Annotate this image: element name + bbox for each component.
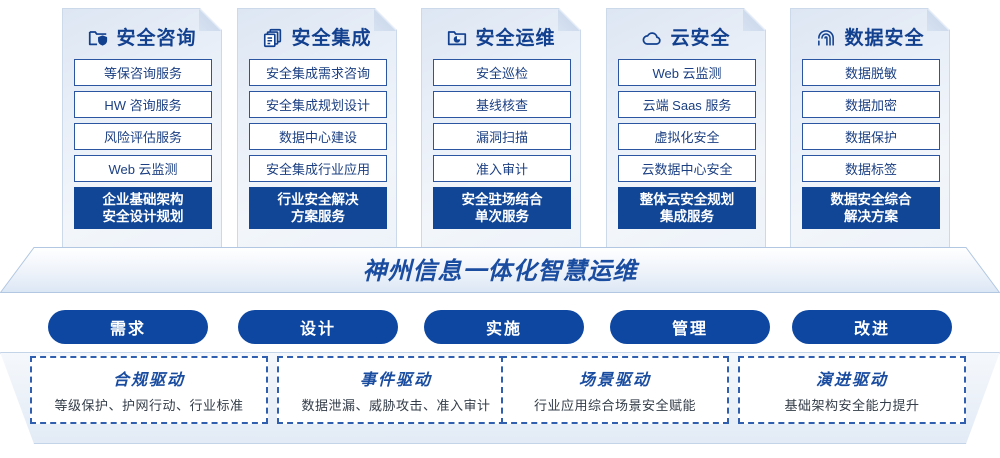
column-title: 安全咨询 [116,27,197,49]
highlight-line-1: 数据安全综合 [830,192,912,207]
list-item[interactable]: 数据中心建设 [249,123,387,150]
phase-pill-requirement[interactable]: 需求 [48,310,208,344]
column-title: 数据安全 [844,27,925,49]
column-card-security-operations[interactable]: 安全运维 安全巡检 基线核查 漏洞扫描 准入审计 安全驻场结合 单次服务 [421,8,581,248]
list-item[interactable]: 虚拟化安全 [618,123,756,150]
phase-pill-design[interactable]: 设计 [238,310,398,344]
list-item[interactable]: 风险评估服务 [74,123,212,150]
driver-card-scenario[interactable]: 场景驱动 行业应用综合场景安全赋能 [501,356,729,424]
phase-pill-improve[interactable]: 改进 [792,310,952,344]
capability-columns: 安全咨询 等保咨询服务 HW 咨询服务 风险评估服务 Web 云监测 企业基础架… [0,0,1000,250]
list-item[interactable]: 安全集成行业应用 [249,155,387,182]
column-card-security-consulting[interactable]: 安全咨询 等保咨询服务 HW 咨询服务 风险评估服务 Web 云监测 企业基础架… [62,8,222,248]
column-item-list: 等保咨询服务 HW 咨询服务 风险评估服务 Web 云监测 企业基础架构 安全设… [74,59,212,229]
stacked-documents-icon [262,27,284,49]
highlight-line-1: 企业基础架构 [102,192,184,207]
highlight-line-2: 集成服务 [660,209,714,224]
list-item[interactable]: 基线核查 [433,91,571,118]
column-title: 安全运维 [475,27,556,49]
driver-title: 演进驱动 [815,372,888,389]
column-header: 安全集成 [238,23,396,53]
driver-card-evolution[interactable]: 演进驱动 基础架构安全能力提升 [738,356,966,424]
column-highlight-item[interactable]: 安全驻场结合 单次服务 [433,187,571,229]
column-highlight-item[interactable]: 行业安全解决 方案服务 [249,187,387,229]
column-card-data-security[interactable]: 数据安全 数据脱敏 数据加密 数据保护 数据标签 数据安全综合 解决方案 [790,8,950,248]
list-item[interactable]: HW 咨询服务 [74,91,212,118]
list-item[interactable]: 数据保护 [802,123,940,150]
column-highlight-item[interactable]: 企业基础架构 安全设计规划 [74,187,212,229]
column-highlight-item[interactable]: 数据安全综合 解决方案 [802,187,940,229]
driver-title: 事件驱动 [359,372,432,389]
highlight-line-2: 方案服务 [291,209,345,224]
list-item[interactable]: Web 云监测 [618,59,756,86]
column-card-cloud-security[interactable]: 云安全 Web 云监测 云端 Saas 服务 虚拟化安全 云数据中心安全 整体云… [606,8,766,248]
list-item[interactable]: 准入审计 [433,155,571,182]
list-item[interactable]: 等保咨询服务 [74,59,212,86]
driver-card-incident[interactable]: 事件驱动 数据泄漏、威胁攻击、准入审计 [277,356,515,424]
phase-pill-manage[interactable]: 管理 [610,310,770,344]
highlight-line-2: 单次服务 [475,209,529,224]
list-item[interactable]: 安全集成规划设计 [249,91,387,118]
column-title: 云安全 [670,27,731,49]
list-item[interactable]: 数据标签 [802,155,940,182]
column-title: 安全集成 [291,27,372,49]
list-item[interactable]: Web 云监测 [74,155,212,182]
driver-subtitle: 基础架构安全能力提升 [784,398,920,413]
folder-shield-icon [87,27,109,49]
list-item[interactable]: 安全集成需求咨询 [249,59,387,86]
platform-title: 神州信息一体化智慧运维 [362,257,638,285]
phase-pill-row: 需求 设计 实施 管理 改进 [0,310,1000,344]
column-card-security-integration[interactable]: 安全集成 安全集成需求咨询 安全集成规划设计 数据中心建设 安全集成行业应用 行… [237,8,397,248]
list-item[interactable]: 云数据中心安全 [618,155,756,182]
column-header: 安全运维 [422,23,580,53]
column-item-list: 安全巡检 基线核查 漏洞扫描 准入审计 安全驻场结合 单次服务 [433,59,571,229]
driver-subtitle: 行业应用综合场景安全赋能 [533,398,696,413]
driver-card-compliance[interactable]: 合规驱动 等级保护、护网行动、行业标准 [30,356,268,424]
driver-subtitle: 数据泄漏、威胁攻击、准入审计 [301,398,491,413]
column-header: 数据安全 [791,23,949,53]
list-item[interactable]: 数据加密 [802,91,940,118]
list-item[interactable]: 云端 Saas 服务 [618,91,756,118]
cloud-icon [641,27,663,49]
platform-banner: 神州信息一体化智慧运维 [0,247,1000,293]
list-item[interactable]: 数据脱敏 [802,59,940,86]
column-header: 安全咨询 [63,23,221,53]
fingerprint-icon [815,27,837,49]
highlight-line-1: 整体云安全规划 [639,192,735,207]
driver-row: 合规驱动 等级保护、护网行动、行业标准 事件驱动 数据泄漏、威胁攻击、准入审计 … [0,356,1000,440]
highlight-line-1: 安全驻场结合 [461,192,543,207]
folder-chart-icon [446,27,468,49]
driver-subtitle: 等级保护、护网行动、行业标准 [54,398,244,413]
driver-title: 合规驱动 [112,372,185,389]
column-item-list: Web 云监测 云端 Saas 服务 虚拟化安全 云数据中心安全 整体云安全规划… [618,59,756,229]
list-item[interactable]: 安全巡检 [433,59,571,86]
highlight-line-1: 行业安全解决 [277,192,359,207]
column-item-list: 安全集成需求咨询 安全集成规划设计 数据中心建设 安全集成行业应用 行业安全解决… [249,59,387,229]
phase-pill-implement[interactable]: 实施 [424,310,584,344]
highlight-line-2: 安全设计规划 [102,209,184,224]
column-highlight-item[interactable]: 整体云安全规划 集成服务 [618,187,756,229]
driver-title: 场景驱动 [578,372,651,389]
list-item[interactable]: 漏洞扫描 [433,123,571,150]
column-header: 云安全 [607,23,765,53]
column-item-list: 数据脱敏 数据加密 数据保护 数据标签 数据安全综合 解决方案 [802,59,940,229]
highlight-line-2: 解决方案 [844,209,898,224]
